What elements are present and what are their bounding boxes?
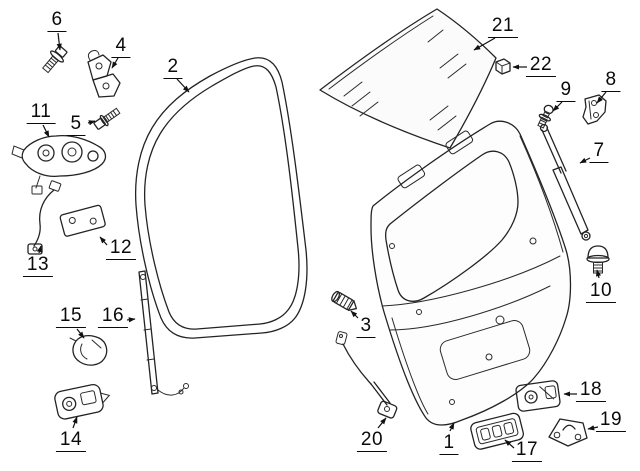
callout-5: 5 <box>66 114 86 136</box>
leader-8 <box>596 91 607 104</box>
leader-14 <box>72 416 78 429</box>
leader-16 <box>126 317 136 323</box>
callout-16: 16 <box>97 306 129 328</box>
leader-4 <box>111 57 119 69</box>
part-lock-rod <box>335 331 398 419</box>
leader-20 <box>377 417 387 429</box>
part-weatherstrip-seal <box>134 57 308 339</box>
callout-10: 10 <box>585 281 617 303</box>
part-tailgate-panel <box>370 120 572 426</box>
leader-13 <box>36 245 42 254</box>
part-lock-actuator <box>54 383 111 420</box>
part-screw <box>42 45 68 74</box>
part-grommet <box>69 334 108 366</box>
callout-19: 19 <box>595 410 627 432</box>
part-striker <box>548 418 588 447</box>
glass-hatching <box>343 29 467 131</box>
callout-18: 18 <box>575 380 607 402</box>
part-hinge <box>87 50 121 98</box>
part-clip <box>331 290 358 311</box>
callout-8: 8 <box>601 70 621 92</box>
leader-lines <box>36 32 607 449</box>
leader-21 <box>473 37 496 51</box>
part-cable <box>27 180 62 255</box>
part-latch-mechanism <box>11 134 107 195</box>
leader-1 <box>448 422 455 432</box>
part-gas-strut <box>539 123 591 241</box>
leader-5 <box>87 120 96 126</box>
part-bump-stop <box>586 245 610 274</box>
leader-19 <box>587 425 599 431</box>
part-hinge-bolt <box>93 107 121 130</box>
callout-15: 15 <box>55 306 87 328</box>
leader-6 <box>56 32 62 51</box>
callout-22: 22 <box>525 55 557 77</box>
callout-6: 6 <box>47 10 67 32</box>
callout-21: 21 <box>487 16 519 38</box>
callout-2: 2 <box>163 57 183 79</box>
part-switch-pad <box>470 412 524 450</box>
callout-14: 14 <box>55 430 87 452</box>
leader-17 <box>504 439 515 449</box>
leader-11 <box>42 124 50 138</box>
part-strut-bracket <box>582 94 607 125</box>
part-ball-stud <box>537 104 554 129</box>
part-rear-glass <box>319 8 497 149</box>
callout-3: 3 <box>356 316 376 338</box>
callout-12: 12 <box>105 238 137 260</box>
callout-20: 20 <box>356 430 388 452</box>
callout-7: 7 <box>589 141 609 163</box>
callout-1: 1 <box>439 433 459 455</box>
leader-9 <box>552 101 563 112</box>
leader-12 <box>99 236 108 246</box>
part-tailgate-latch <box>515 380 561 412</box>
leader-3 <box>350 310 359 319</box>
part-glass-clip <box>495 58 511 75</box>
callout-13: 13 <box>22 255 54 277</box>
callout-17: 17 <box>511 440 543 462</box>
part-guide-strip <box>138 270 189 396</box>
callout-11: 11 <box>26 102 56 124</box>
leader-15 <box>76 328 85 339</box>
leader-10 <box>595 269 602 279</box>
leader-7 <box>579 157 591 164</box>
callout-9: 9 <box>556 80 576 102</box>
part-plate <box>59 204 106 237</box>
leader-2 <box>176 78 190 93</box>
callout-4: 4 <box>111 36 131 58</box>
